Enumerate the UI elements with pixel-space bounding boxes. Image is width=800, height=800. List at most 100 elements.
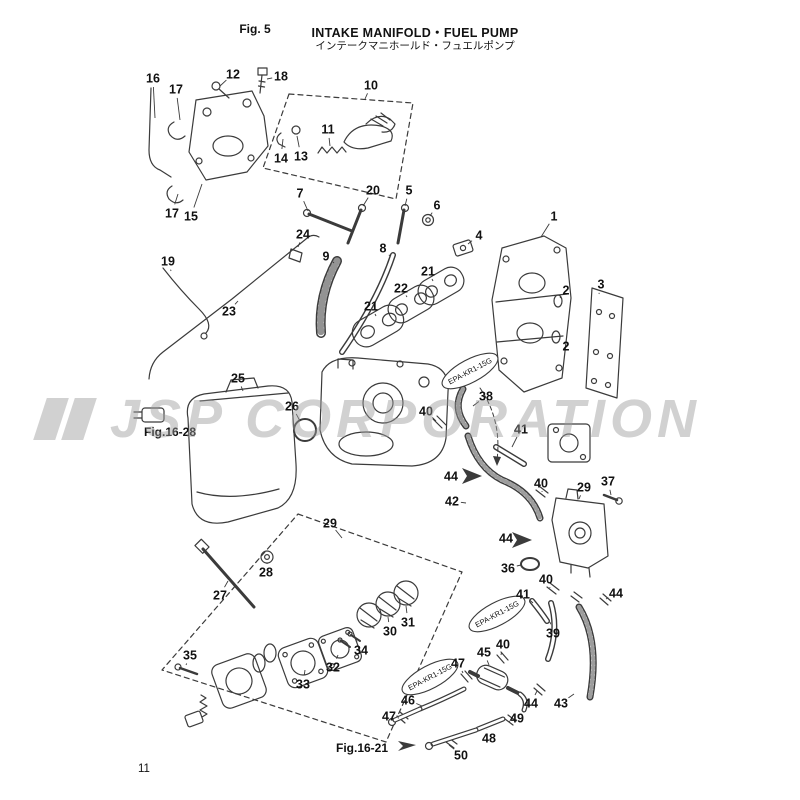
- part-number-47: 47: [451, 657, 465, 671]
- leader-line: [335, 529, 343, 539]
- part-number-46: 46: [401, 694, 415, 708]
- part-number-7: 7: [297, 187, 304, 201]
- part-number-20: 20: [366, 184, 380, 198]
- part-number-40: 40: [539, 573, 553, 587]
- part-number-33: 33: [296, 678, 310, 692]
- leader-line: [431, 278, 434, 282]
- o-ring-36: [520, 557, 540, 571]
- bracket-15: [188, 90, 269, 181]
- part-number-29: 29: [577, 481, 591, 495]
- leader-line: [219, 79, 227, 87]
- leader-lines: [152, 77, 612, 750]
- link-rod-23: [148, 238, 307, 380]
- part-number-10: 10: [364, 79, 378, 93]
- leader-line: [486, 660, 490, 666]
- part-number-13: 13: [294, 150, 308, 164]
- carburetor: [319, 357, 449, 467]
- diaphragm-30a: [356, 602, 382, 628]
- arrow-fig16-21: [398, 741, 416, 751]
- part-number-47: 47: [382, 710, 396, 724]
- leader-line: [234, 300, 239, 305]
- clamp-40-carb: [432, 415, 447, 429]
- part-number-49: 49: [510, 712, 524, 726]
- connector-fig16-28: [141, 407, 165, 423]
- figure-reference: Fig.16-28: [144, 425, 196, 439]
- part-number-3: 3: [598, 278, 605, 292]
- part-number-27: 27: [213, 589, 227, 603]
- part-number-39: 39: [546, 627, 560, 641]
- part-number-48: 48: [482, 732, 496, 746]
- bolt-20: [346, 208, 363, 245]
- bolt-18: [257, 67, 268, 76]
- leader-line: [549, 621, 552, 625]
- stay-4: [452, 239, 474, 257]
- leader-line: [336, 654, 339, 659]
- leader-line: [176, 97, 181, 121]
- leader-line: [429, 212, 433, 217]
- leader-line: [374, 313, 377, 317]
- part-number-15: 15: [184, 210, 198, 224]
- part-number-40: 40: [419, 405, 433, 419]
- part-number-31: 31: [401, 616, 415, 630]
- leader-line: [295, 413, 301, 422]
- nut-6: [421, 213, 435, 227]
- leader-line: [193, 183, 203, 208]
- epa-pointer-curve: [479, 387, 499, 461]
- clamp-40-mid: [535, 485, 549, 498]
- o-ring-26: [293, 418, 317, 442]
- leader-line: [461, 670, 464, 674]
- bolt-7: [307, 212, 354, 233]
- bolt-27: [201, 547, 256, 609]
- part-number-44: 44: [524, 697, 538, 711]
- part-number-40: 40: [496, 638, 510, 652]
- part-number-44: 44: [499, 532, 513, 546]
- leader-line: [559, 296, 561, 299]
- part-14: [276, 132, 286, 148]
- part-number-42: 42: [445, 495, 459, 509]
- part-number-40: 40: [534, 477, 548, 491]
- leader-line: [508, 720, 511, 722]
- leader-line: [297, 242, 301, 248]
- part-number-29: 29: [323, 517, 337, 531]
- leader-line: [266, 77, 273, 80]
- valve-disc-a: [263, 643, 277, 663]
- gasket-21-left: [351, 304, 405, 348]
- part-number-34: 34: [354, 644, 368, 658]
- leader-line: [174, 193, 179, 205]
- pump-housing-lower: [211, 653, 267, 709]
- figure-number: Fig. 5: [239, 22, 271, 36]
- dashed-box-assembly-10: [262, 93, 414, 200]
- diaphragm-31: [393, 580, 419, 606]
- part-number-44: 44: [609, 587, 623, 601]
- dashed-box-assembly-29: [161, 513, 463, 743]
- part-number-6: 6: [434, 199, 441, 213]
- part-13: [291, 125, 301, 135]
- part-number-26: 26: [285, 400, 299, 414]
- part-number-1: 1: [551, 210, 558, 224]
- leader-line: [568, 693, 575, 699]
- bolt-35: [178, 666, 199, 676]
- leader-line: [240, 386, 244, 392]
- clamp-40-lowerright: [546, 582, 560, 595]
- throttle-lever: [343, 124, 393, 150]
- bolt-5: [396, 208, 406, 245]
- part-number-28: 28: [259, 566, 273, 580]
- clamp-17-upper: [167, 121, 186, 140]
- part-number-50: 50: [454, 749, 468, 763]
- clamp-40-filter: [496, 651, 509, 664]
- leader-line: [355, 639, 358, 643]
- clamp-47-upper: [460, 670, 473, 683]
- part-number-25: 25: [231, 372, 245, 386]
- part-number-41: 41: [516, 588, 530, 602]
- leader-line: [432, 417, 437, 422]
- leader-line: [534, 690, 538, 696]
- leader-line: [467, 240, 473, 245]
- part-number-18: 18: [274, 70, 288, 84]
- part-number-41: 41: [514, 423, 528, 437]
- part-number-45: 45: [477, 646, 491, 660]
- part-number-23: 23: [222, 305, 236, 319]
- part-number-21: 21: [364, 300, 378, 314]
- rod-16: [148, 87, 172, 178]
